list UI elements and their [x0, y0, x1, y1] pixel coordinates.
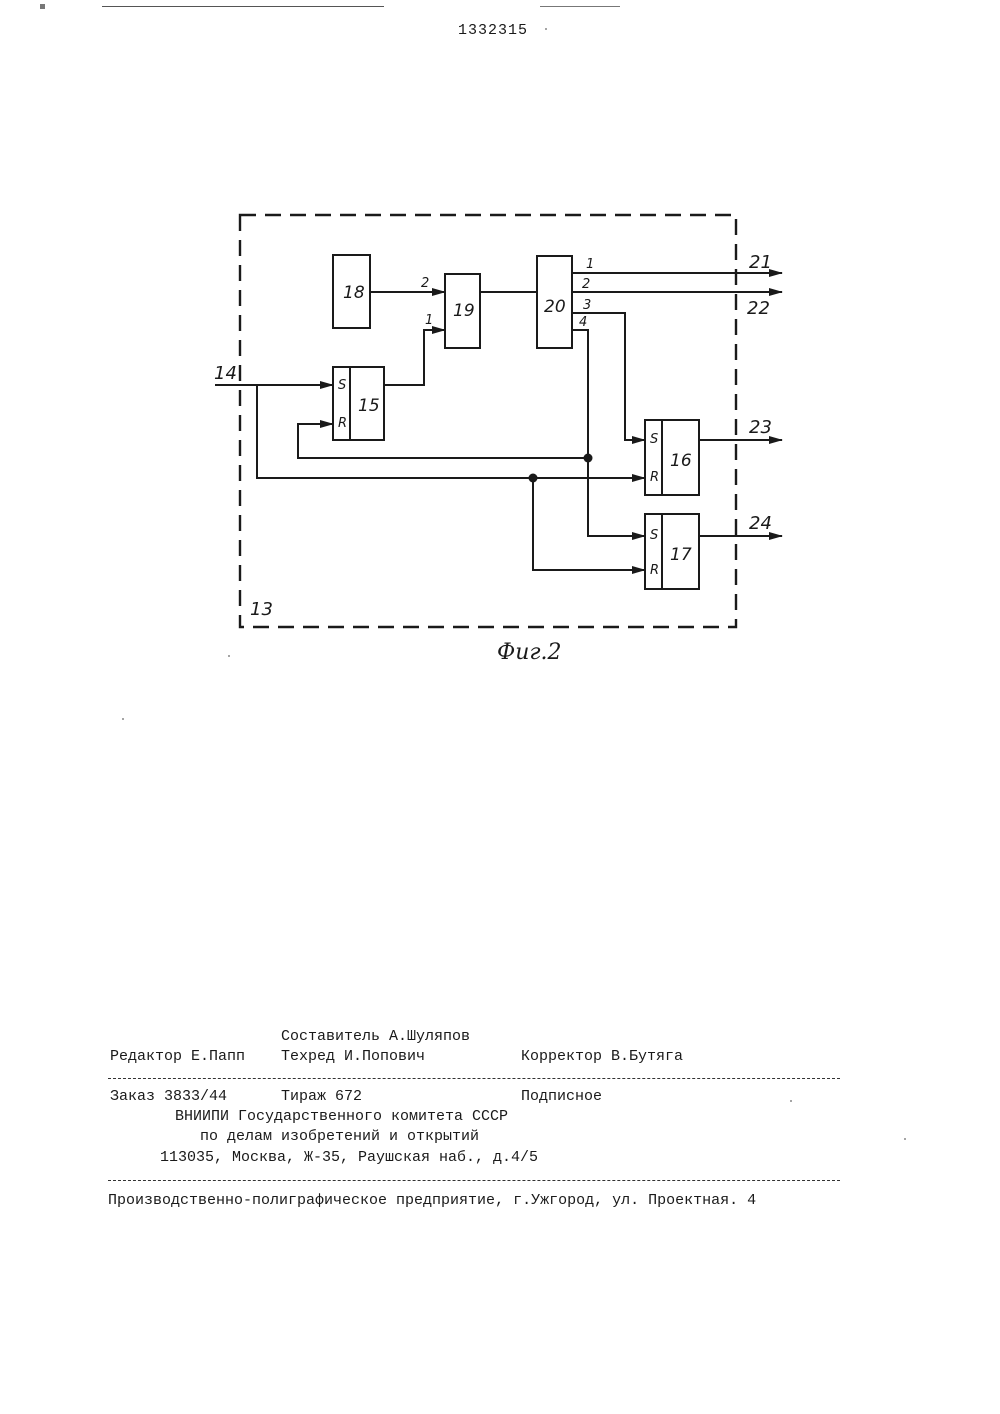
port-2-block-19: 2 — [421, 276, 429, 291]
printer-line: Производственно-полиграфическое предприя… — [108, 1192, 756, 1209]
subscription-line: Подписное — [521, 1088, 602, 1105]
unit-13-label: 13 — [250, 599, 273, 620]
address-line: 113035, Москва, Ж-35, Раушская наб., д.4… — [160, 1149, 538, 1166]
port-3-block-20: 3 — [583, 298, 591, 313]
scan-speck — [545, 28, 547, 30]
corrector-line: Корректор В.Бутяга — [521, 1048, 683, 1065]
scan-speck — [790, 1100, 792, 1102]
scan-speck — [904, 1138, 906, 1140]
compiler-line: Составитель А.Шуляпов — [281, 1028, 470, 1045]
pin-s-16: S — [650, 432, 658, 447]
org-line-2: по делам изобретений и открытий — [200, 1128, 479, 1145]
circulation-line: Тираж 672 — [281, 1088, 362, 1105]
block-20-label: 20 — [544, 297, 566, 317]
pin-r-17: R — [650, 563, 659, 578]
block-19-label: 19 — [453, 301, 475, 321]
output-22-label: 22 — [747, 298, 770, 319]
output-23-label: 23 — [749, 417, 772, 438]
port-2-block-20: 2 — [582, 277, 590, 292]
output-21-label: 21 — [749, 252, 772, 273]
trigger-15-label: 15 — [358, 396, 380, 416]
block-diagram: 18 19 20 15 16 17 S R S R S R 2 1 1 2 3 … — [0, 0, 1000, 700]
trigger-17-label: 17 — [670, 545, 692, 565]
block-18-label: 18 — [343, 283, 365, 303]
pin-r-15: R — [338, 416, 347, 431]
imprint-divider-bottom — [108, 1180, 840, 1181]
pin-s-15: S — [338, 378, 346, 393]
figure-caption: Фиг.2 — [497, 640, 562, 665]
scan-speck — [228, 655, 230, 657]
editor-line: Редактор Е.Папп — [110, 1048, 245, 1065]
input-14-label: 14 — [214, 363, 237, 384]
pin-s-17: S — [650, 528, 658, 543]
org-line-1: ВНИИПИ Государственного комитета СССР — [175, 1108, 508, 1125]
connection-lines — [215, 273, 782, 570]
port-1-block-19: 1 — [425, 313, 433, 328]
output-24-label: 24 — [749, 513, 772, 534]
scan-speck — [122, 718, 124, 720]
trigger-16-label: 16 — [670, 451, 692, 471]
junction-dot — [529, 474, 538, 483]
imprint-divider-top — [108, 1078, 840, 1079]
port-4-block-20: 4 — [579, 315, 587, 330]
pin-r-16: R — [650, 470, 659, 485]
techred-line: Техред И.Попович — [281, 1048, 425, 1065]
junction-dot — [584, 454, 593, 463]
port-1-block-20: 1 — [586, 257, 594, 272]
order-line: Заказ 3833/44 — [110, 1088, 227, 1105]
